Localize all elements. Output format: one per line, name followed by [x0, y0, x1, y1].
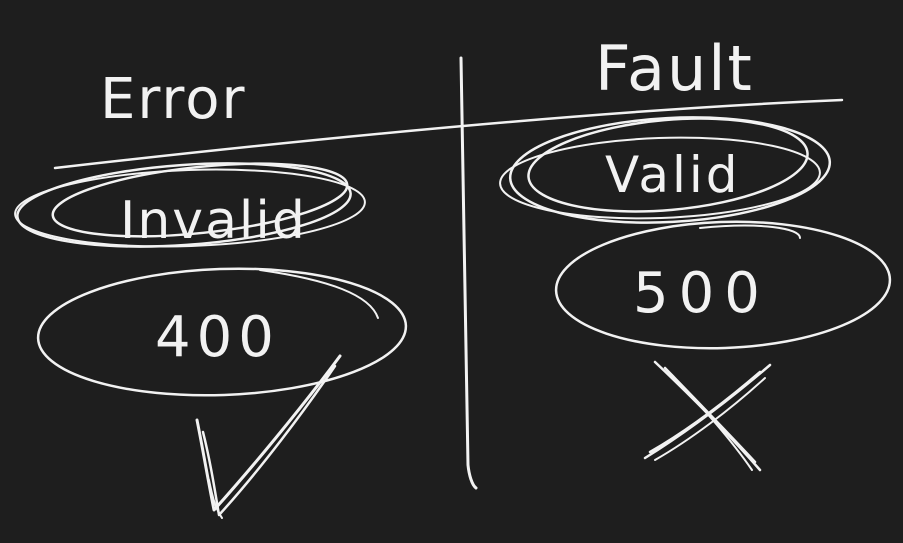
invalid-label: Invalid [120, 191, 307, 251]
valid-oval: Valid [499, 116, 832, 224]
code-400-label: 400 [155, 305, 280, 370]
code-400-oval: 400 [36, 267, 408, 397]
code-500-oval: 500 [554, 220, 892, 350]
cross-icon [643, 360, 772, 472]
error-heading: Error [100, 67, 247, 132]
invalid-oval: Invalid [14, 162, 366, 251]
horizontal-divider [53, 98, 844, 170]
vertical-divider [459, 56, 478, 490]
check-icon [195, 354, 342, 519]
fault-heading: Fault [595, 32, 754, 105]
valid-label: Valid [605, 146, 740, 204]
code-500-label: 500 [633, 261, 770, 326]
